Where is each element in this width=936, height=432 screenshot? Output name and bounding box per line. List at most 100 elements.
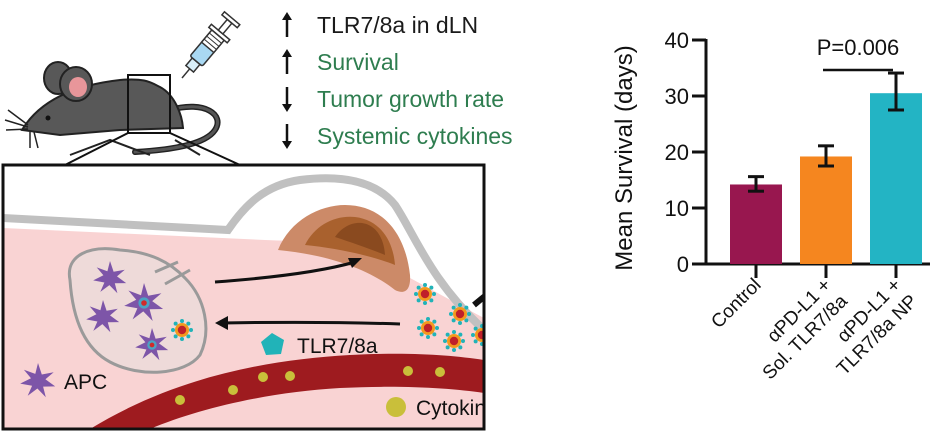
nanoparticle-icon bbox=[449, 303, 471, 325]
np-ligand bbox=[423, 301, 427, 305]
nanoparticle-icon bbox=[417, 317, 439, 339]
np-ligand bbox=[414, 292, 418, 296]
y-tick-label: 40 bbox=[665, 28, 689, 53]
zoom-line-right bbox=[169, 132, 241, 166]
np-ligand bbox=[458, 345, 463, 350]
zoom-box-frame bbox=[1, 163, 486, 431]
mouse-ear-inner bbox=[69, 77, 87, 97]
cytokine-label: Cytokines bbox=[416, 397, 508, 420]
np-ligand bbox=[467, 312, 471, 316]
y-tick-label: 0 bbox=[677, 252, 689, 277]
np-ligand bbox=[451, 305, 456, 310]
mouse-body bbox=[20, 78, 185, 137]
np-ligand bbox=[471, 333, 475, 337]
np-ligand bbox=[486, 339, 490, 343]
y-axis-label: Mean Survival (days) bbox=[611, 45, 638, 270]
np-ligand bbox=[423, 283, 427, 287]
down-arrow-icon bbox=[282, 124, 292, 149]
y-tick-label: 30 bbox=[665, 84, 689, 109]
np-ligand bbox=[171, 328, 175, 332]
effect-label: Tumor growth rate bbox=[317, 86, 504, 112]
bar bbox=[870, 93, 922, 264]
np-ligand bbox=[464, 318, 469, 323]
apc-icon bbox=[20, 363, 56, 398]
apc-body bbox=[86, 300, 120, 333]
np-ligand bbox=[189, 328, 193, 332]
lymphatic-vessel bbox=[154, 260, 191, 286]
np-ligand bbox=[429, 285, 434, 290]
np-ligand bbox=[186, 334, 191, 339]
mouse-illustration bbox=[4, 10, 241, 166]
nanoparticle-icon bbox=[443, 330, 465, 352]
y-tick-label: 10 bbox=[665, 196, 689, 221]
tissue-schematic: APC TLR7/8a Cytokines bbox=[1, 163, 508, 431]
tlr78a-pentagon-icon bbox=[261, 333, 284, 355]
effect-label: TLR7/8a in dLN bbox=[317, 12, 478, 38]
np-ligand bbox=[473, 326, 478, 331]
np-ligand bbox=[432, 292, 436, 296]
effect-label: Survival bbox=[317, 49, 399, 75]
np-ligand bbox=[486, 327, 490, 331]
np-ligand bbox=[489, 333, 493, 337]
arrow-to-tumor-head bbox=[348, 258, 362, 268]
np-ligand bbox=[445, 332, 450, 337]
np-ligand bbox=[419, 332, 424, 337]
up-arrow-icon bbox=[282, 12, 292, 37]
blood-vessel bbox=[90, 353, 484, 429]
np-core bbox=[455, 309, 465, 319]
y-tick-label: 20 bbox=[665, 140, 689, 165]
apc-cell bbox=[86, 300, 120, 333]
p-value-label: P=0.006 bbox=[817, 35, 900, 60]
np-core bbox=[177, 325, 187, 335]
bar bbox=[800, 156, 852, 264]
np-ligand bbox=[452, 330, 456, 334]
np-ligand bbox=[417, 326, 421, 330]
arrow-head bbox=[282, 12, 292, 20]
np-ligand bbox=[449, 312, 453, 316]
np-ligand bbox=[464, 305, 469, 310]
arrow-to-tumor bbox=[214, 260, 356, 284]
np-core bbox=[423, 323, 433, 333]
effect-label: Systemic cytokines bbox=[317, 123, 513, 149]
bar bbox=[730, 184, 782, 264]
apc-body bbox=[20, 363, 56, 398]
np-ligand bbox=[186, 321, 191, 326]
np-ligand bbox=[445, 345, 450, 350]
cytokine-dots bbox=[175, 366, 445, 405]
np-core bbox=[420, 289, 430, 299]
np-ligand bbox=[426, 335, 430, 339]
injection-site-box bbox=[127, 74, 171, 134]
np-ligand bbox=[416, 298, 421, 303]
syringe-icon bbox=[181, 10, 241, 79]
apc-body bbox=[93, 261, 127, 294]
apc-label: APC bbox=[64, 371, 107, 394]
arrow-to-lymph-node bbox=[221, 320, 401, 326]
np-ligand bbox=[458, 303, 462, 307]
np-ligand bbox=[451, 318, 456, 323]
np-ligand bbox=[452, 348, 456, 352]
apc-cell bbox=[135, 328, 169, 361]
mouse-whiskers bbox=[4, 109, 39, 149]
np-ligand bbox=[432, 332, 437, 337]
mouse-tail-inner bbox=[133, 105, 219, 154]
arrow-to-lymph-node-head bbox=[215, 316, 228, 330]
needle-line bbox=[472, 292, 484, 308]
np-ligand bbox=[435, 326, 439, 330]
np-ligand bbox=[429, 298, 434, 303]
apc-particle bbox=[141, 300, 147, 306]
np-core bbox=[449, 336, 459, 346]
mouse-eye bbox=[45, 115, 51, 121]
tumor-inner bbox=[335, 222, 385, 255]
nanoparticle-icon bbox=[171, 319, 193, 341]
np-ligand bbox=[426, 317, 430, 321]
drug-label: TLR7/8a bbox=[297, 335, 378, 358]
np-ligand bbox=[473, 339, 478, 344]
np-ligand bbox=[173, 321, 178, 326]
np-core bbox=[477, 330, 484, 340]
apc-cell bbox=[93, 261, 127, 294]
np-ligand bbox=[458, 321, 462, 325]
nanoparticle-icon bbox=[414, 283, 436, 305]
